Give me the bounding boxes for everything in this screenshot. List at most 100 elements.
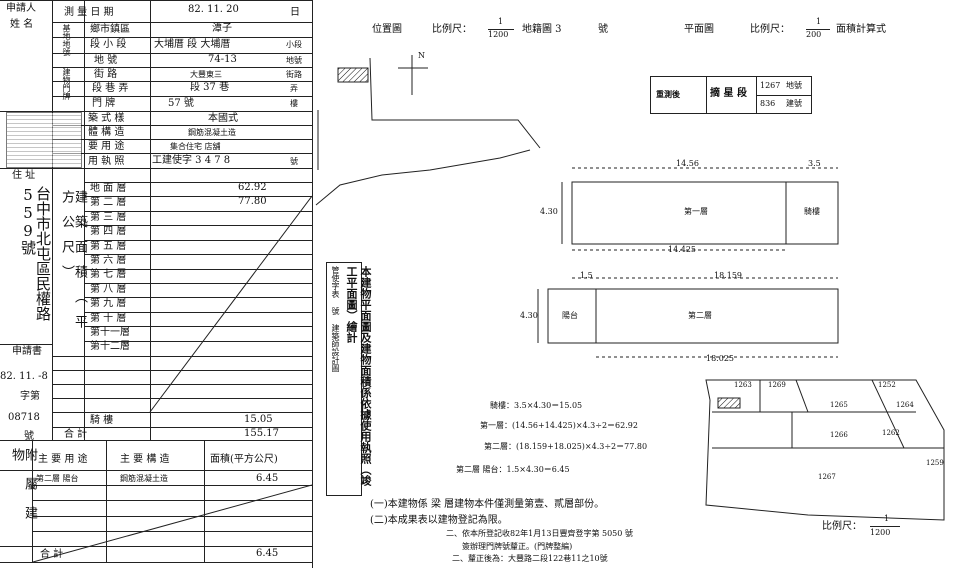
lot-stamp-section: 摘 星 段 xyxy=(710,88,747,99)
total-label: 合 計 xyxy=(64,429,88,440)
alley-value: 段 37 巷 xyxy=(190,82,230,93)
style-value: 本國式 xyxy=(208,113,238,124)
alley-label: 段 巷 弄 xyxy=(92,83,129,94)
calc-line: 第二層 陽台：1.5×4.30＝6.45 xyxy=(456,465,570,474)
apply-date: 82. 11. -8 xyxy=(0,371,48,382)
floor1-side: 騎樓 xyxy=(804,207,820,216)
building-doorplate-label: 建物門牌 xyxy=(62,68,71,100)
calc-line: 第一層：(14.56+14.425)×4.3÷2＝62.92 xyxy=(480,421,638,430)
total-value: 155.17 xyxy=(244,428,279,439)
alley-unit: 弄 xyxy=(290,84,298,93)
location-scale-num: 1 xyxy=(498,17,504,26)
lot-number: 1262 xyxy=(882,429,900,437)
survey-day-unit: 日 xyxy=(290,7,300,18)
floor-name: 第 七 層 xyxy=(90,269,127,281)
address-label: 住 址 xyxy=(12,170,36,181)
floor2-left-dim: 4.30 xyxy=(520,311,538,320)
floor-name: 第 十 層 xyxy=(90,312,127,324)
lot-number: 1266 xyxy=(830,431,848,439)
annex-label: 附屬建物 xyxy=(9,448,37,535)
balcony-label: 騎 樓 xyxy=(90,415,114,426)
floor2-side: 陽台 xyxy=(562,311,578,320)
floor2-top-dim: 1.5 xyxy=(580,271,593,280)
record-table xyxy=(0,0,313,568)
plan-scale-den: 200 xyxy=(806,30,822,39)
floor1-label: 第一層 xyxy=(684,207,708,216)
office-stamp xyxy=(6,112,82,168)
apply-no: 08718 xyxy=(8,412,40,423)
use-label: 要 用 途 xyxy=(88,141,125,152)
apply-char: 字第 xyxy=(20,391,40,402)
use-value: 集合住宅 店舖 xyxy=(170,142,221,151)
plan-scale-num: 1 xyxy=(816,17,822,26)
lot-stamp-n2-unit: 建號 xyxy=(786,99,802,108)
annex-head-area: 面積(平方公尺) xyxy=(210,454,278,465)
annex-row-use: 第二層 陽台 xyxy=(36,474,79,483)
survey-date-value: 82. 11. 20 xyxy=(188,4,239,15)
calc-line: 第二層：(18.159+18.025)×4.3÷2＝77.80 xyxy=(484,442,648,451)
location-scale-label: 比例尺： xyxy=(432,24,472,35)
bottom-scale-den: 1200 xyxy=(870,528,891,537)
plan-title: 平面圖 xyxy=(684,24,714,35)
floor-name: 第 二 層 xyxy=(90,197,127,209)
note-text: 本建物平面圖及建物面積係依據使用執照（竣工平面圖）繪計 xyxy=(345,266,372,486)
annex-head-main: 主 要 用 途 xyxy=(38,454,88,465)
base-label: 基地地號 xyxy=(62,24,71,56)
plan-scale-label: 比例尺： xyxy=(750,24,790,35)
door-label: 門 牌 xyxy=(92,98,116,109)
annex-total-label: 合 計 xyxy=(40,549,64,560)
lot-number: 1259 xyxy=(926,459,944,467)
remark-5: 二、釐正後為：大豐路二段122巷11之10號 xyxy=(452,554,608,563)
map-sheet: 地籍圖 3 xyxy=(522,24,562,35)
plan-calc: 面積計算式 xyxy=(836,24,886,35)
base-district-label: 鄉市鎮區 xyxy=(90,24,130,35)
lot-label: 地 號 xyxy=(94,55,118,66)
apply-label: 申請書 xyxy=(12,346,42,357)
floor-name: 地 面 層 xyxy=(90,183,127,194)
remark-2: (二)本成果表以建物登記為限。 xyxy=(370,515,508,526)
note-text-2: 管使字表 號 建築師設計圖 xyxy=(331,266,340,372)
floor1-top-dim2: 3.5 xyxy=(808,159,821,168)
note-box xyxy=(326,262,362,496)
floor-name: 第十二層 xyxy=(90,341,130,353)
applicant-label: 申請人 xyxy=(6,3,36,14)
floor-name: 第 四 層 xyxy=(90,226,127,238)
lot-number: 1267 xyxy=(818,473,836,481)
structure-value: 鋼筋混凝土造 xyxy=(188,128,236,137)
street-unit: 街路 xyxy=(286,70,302,79)
floor-name: 第 六 層 xyxy=(90,255,127,266)
lot-unit: 地號 xyxy=(286,56,302,65)
cancel-lines xyxy=(32,195,312,563)
floor-name: 第 五 層 xyxy=(90,240,127,252)
license-value: 工建使字 3 4 7 8 xyxy=(152,155,231,166)
address-value: 台中市北屯區民權路559號 xyxy=(19,186,52,321)
door-value: 57 號 xyxy=(168,98,194,109)
license-label: 用 執 照 xyxy=(88,156,125,167)
annex-row-area: 6.45 xyxy=(256,473,279,484)
floor1-left-dim: 4.30 xyxy=(540,207,558,216)
annex-head-struct: 主 要 構 造 xyxy=(120,454,170,465)
location-title: 位置圖 xyxy=(372,24,402,35)
lot-number: 1263 xyxy=(734,381,752,389)
door-unit: 樓 xyxy=(290,99,298,108)
map-sheet-unit: 號 xyxy=(598,24,608,35)
floor-name: 第 九 層 xyxy=(90,298,127,310)
floor-name: 第 三 層 xyxy=(90,211,127,223)
lot-value: 74-13 xyxy=(208,54,237,65)
remark-3: 二、依本所登記收82年1月13日豐齊登字第 5050 號 xyxy=(446,529,633,538)
license-unit: 號 xyxy=(290,157,298,166)
remark-1: (一)本建物係 梁 層建物本件僅測量第壹、貳層部份。 xyxy=(370,499,605,510)
lot-stamp-n1: 1267 xyxy=(760,81,781,90)
lot-stamp-left: 重測後 xyxy=(656,89,680,99)
section-value: 大埔厝 段 大埔厝 xyxy=(154,39,231,50)
base-district-value: 潭子 xyxy=(212,23,232,34)
floor-name: 第十一層 xyxy=(90,327,130,338)
location-scale-den: 1200 xyxy=(488,30,509,39)
survey-date-label: 測 量 日 期 xyxy=(64,7,114,18)
lot-number: 1265 xyxy=(830,401,848,409)
section-label: 段 小 段 xyxy=(90,39,127,50)
lot-number: 1252 xyxy=(878,381,896,389)
style-label: 築 式 樣 xyxy=(88,113,125,124)
floors-area-label: 建築面積（平方公尺） xyxy=(59,190,87,340)
